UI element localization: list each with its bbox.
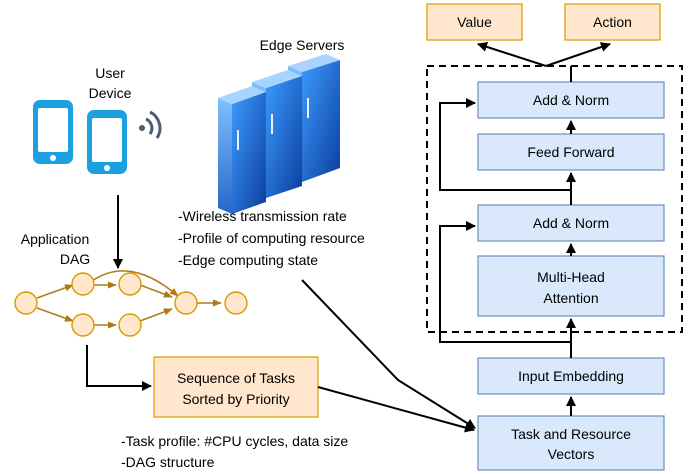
dag-node (14, 291, 38, 315)
dag-node (71, 272, 95, 296)
sequence-label-2: Sorted by Priority (182, 391, 289, 407)
action-box: Action (564, 3, 661, 41)
dag-node (71, 313, 95, 337)
application-dag-label-2: DAG (60, 251, 90, 267)
task-resource-label-2: Vectors (548, 446, 595, 462)
multi-head-label-2: Attention (543, 290, 598, 306)
task-resource-vectors-box: Task and Resource Vectors (477, 415, 665, 471)
dag-node (118, 272, 142, 296)
arrow-sequence-to-vectors (317, 386, 475, 433)
residual-feed-forward (439, 98, 571, 191)
action-label: Action (593, 14, 632, 30)
application-dag-label-1: Application (21, 231, 90, 247)
arrow-to-value (477, 42, 547, 67)
input-embedding-box: Input Embedding (477, 357, 665, 395)
edge-servers-label: Edge Servers (260, 37, 345, 53)
residual-attention (439, 221, 571, 343)
value-box: Value (426, 3, 523, 41)
input-embedding-label: Input Embedding (518, 368, 624, 384)
dag-edge (36, 307, 74, 322)
arrow-to-action (545, 42, 611, 67)
dag-node (118, 313, 142, 337)
add-norm-mid-label: Add & Norm (533, 215, 609, 231)
sequence-of-tasks-box: Sequence of Tasks Sorted by Priority (153, 356, 319, 418)
dag-graph (14, 270, 248, 337)
dag-edge (139, 308, 173, 322)
add-norm-top-label: Add & Norm (533, 92, 609, 108)
wifi-signal-icon (139, 110, 162, 139)
server-info-line-3: -Edge computing state (178, 252, 318, 268)
dag-node (224, 291, 248, 315)
multi-head-attention-box: Multi-Head Attention (477, 255, 665, 317)
dag-edge (139, 284, 173, 298)
dag-edge (91, 270, 179, 297)
transformer-block-outline (426, 65, 683, 333)
dag-edge (36, 284, 74, 299)
add-norm-top-box: Add & Norm (477, 81, 665, 119)
task-resource-label-1: Task and Resource (511, 426, 631, 442)
arrow-dag-to-sequence (86, 345, 152, 391)
server-info-line-1: -Wireless transmission rate (178, 208, 347, 224)
add-norm-mid-box: Add & Norm (477, 204, 665, 242)
value-label: Value (457, 14, 492, 30)
arrow-server-info-to-vectors (301, 279, 476, 429)
multi-head-label-1: Multi-Head (537, 269, 605, 285)
dag-node (174, 291, 198, 315)
feed-forward-box: Feed Forward (477, 133, 665, 171)
server-info-line-2: -Profile of computing resource (178, 230, 365, 246)
smartphone-icon (33, 100, 127, 174)
user-device-label-1: User (95, 65, 125, 81)
server-rack-icon (218, 54, 340, 214)
sequence-label-1: Sequence of Tasks (177, 370, 295, 386)
task-info-line-2: -DAG structure (121, 454, 215, 470)
task-info-line-1: -Task profile: #CPU cycles, data size (121, 433, 348, 449)
user-device-label-2: Device (89, 85, 132, 101)
feed-forward-label: Feed Forward (527, 144, 614, 160)
